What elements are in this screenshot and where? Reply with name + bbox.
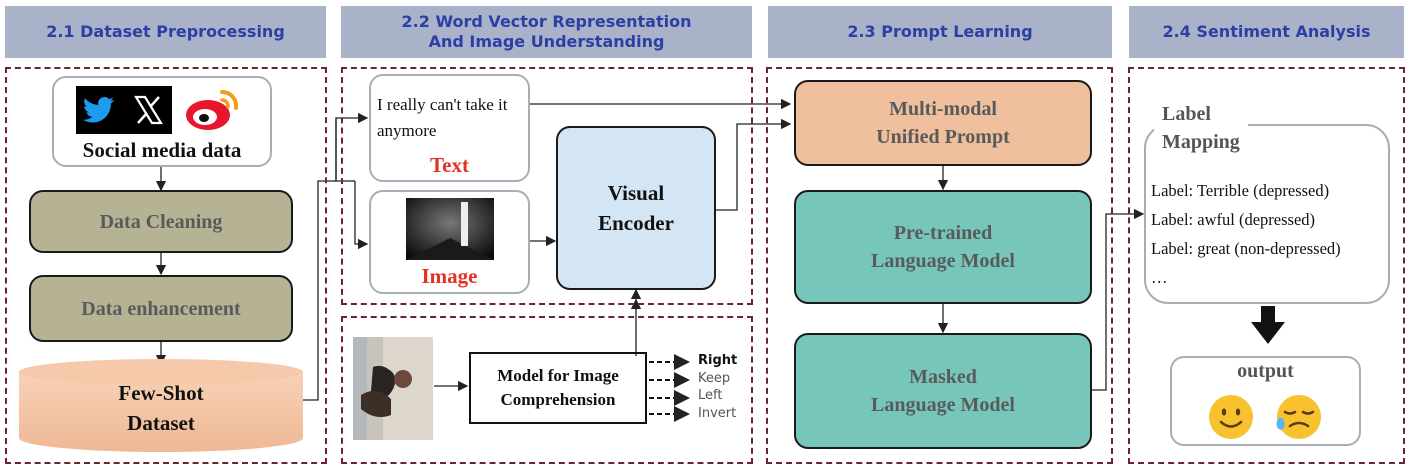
smile-emoji-icon [1209,395,1253,439]
orientation-left: Left [698,388,723,403]
output-box: output [1170,356,1361,446]
multimodal-prompt-box: Multi-modal Unified Prompt [794,80,1092,166]
label-item: Label: great (non-depressed) [1151,239,1341,258]
label-mapping-title: Label Mapping [1154,100,1248,156]
twitter-bird-icon [76,86,124,134]
orientation-keep: Keep [698,370,731,386]
orientation-list: Right Keep Left Invert [698,352,737,422]
panel-sentiment-analysis [1128,67,1405,464]
output-label: output [1237,360,1294,382]
data-enhancement-box: Data enhancement [29,275,293,342]
text-label: Text [430,153,469,177]
x-logo-icon [124,86,172,134]
orientation-right: Right [698,353,738,368]
image-comprehension-model-box: Model for Image Comprehension [469,352,647,424]
visual-encoder-box: Visual Encoder [556,126,716,290]
few-shot-dataset-cylinder [19,359,303,452]
few-shot-dataset-label: Few-Shot Dataset [118,381,204,435]
panel-prompt-learning [766,67,1113,464]
social-media-box: Social media data [52,76,272,167]
label-item: … [1151,268,1168,287]
panel-image-understanding [341,316,753,464]
panel-dataset-preprocessing [5,67,327,464]
crying-emoji-icon [1276,395,1321,439]
panel-word-vector [341,67,753,305]
orientation-invert: Invert [698,405,737,421]
text-sample-box: I really can't take it anymore Text [369,74,530,182]
weibo-logo-icon [186,89,239,130]
label-item: Label: awful (depressed) [1151,210,1316,229]
beach-photo-thumbnail [353,337,433,440]
label-item: Label: Terrible (depressed) [1151,181,1330,200]
header-sentiment-analysis: 2.4 Sentiment Analysis [1129,6,1404,58]
image-sample-box: Image [369,190,530,294]
header-prompt-learning: 2.3 Prompt Learning [768,6,1112,58]
label-list: Label: Terrible (depressed) Label: awful… [1151,176,1341,292]
down-arrow-icon [1251,306,1285,344]
header-dataset-preprocessing: 2.1 Dataset Preprocessing [5,6,326,58]
dark-photo-thumbnail [406,198,494,260]
masked-lm-box: Masked Language Model [794,333,1092,449]
data-cleaning-label: Data Cleaning [99,210,223,233]
data-enhancement-label: Data enhancement [81,297,241,320]
image-label: Image [421,264,478,288]
social-media-label: Social media data [82,138,242,162]
header-word-vector: 2.2 Word Vector Representation And Image… [341,6,752,58]
pretrained-lm-box: Pre-trained Language Model [794,190,1092,304]
data-cleaning-box: Data Cleaning [29,190,293,253]
text-sample: I really can't take it anymore [377,95,508,140]
